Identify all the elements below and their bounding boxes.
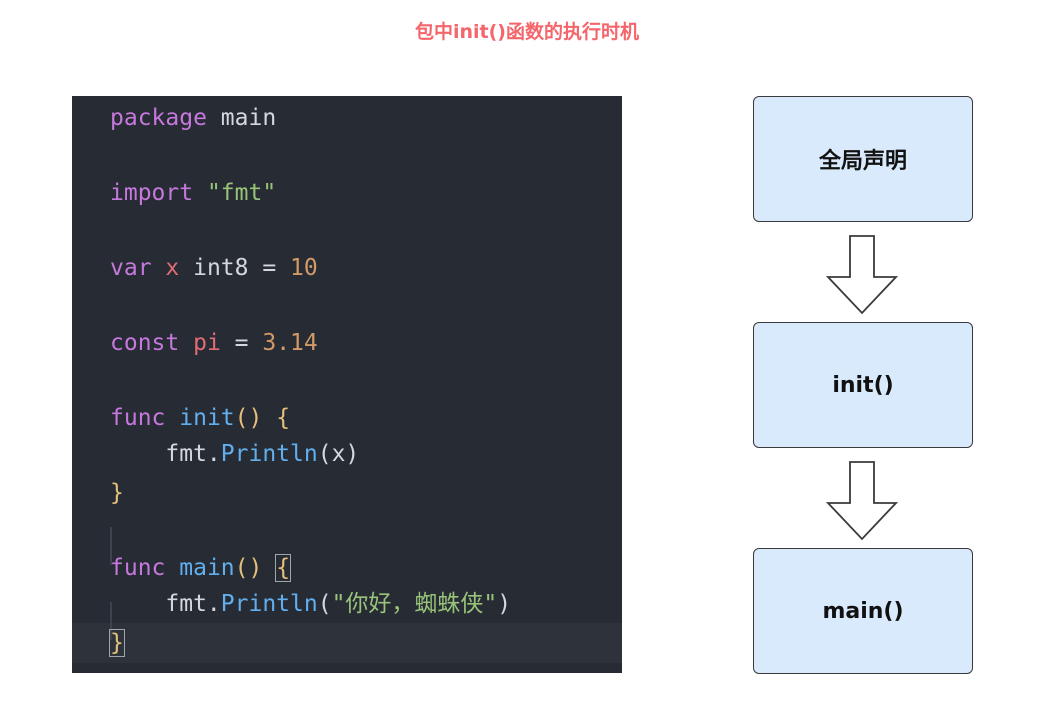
code-line-println-hello: fmt.Println("你好，蜘蛛侠"): [110, 591, 512, 617]
code-line-const: const pi = 3.14: [110, 330, 318, 356]
code-line-close-init: }: [110, 480, 124, 506]
current-line-highlight: [72, 623, 622, 663]
flow-step-global-declaration: 全局声明: [753, 96, 973, 222]
indent-guide: [110, 602, 112, 640]
code-line-close-main: }: [109, 629, 125, 657]
code-line-import: import "fmt": [110, 180, 277, 206]
code-line-func-init: func init() {: [110, 405, 291, 431]
down-arrow-icon: [826, 461, 898, 541]
code-line-println-x: fmt.Println(x): [110, 441, 360, 467]
flow-step-init: init(): [753, 322, 973, 448]
flow-step-main: main(): [753, 548, 973, 674]
code-line-package: package main: [110, 105, 277, 131]
code-editor: package main import "fmt" var x int8 = 1…: [72, 96, 622, 673]
down-arrow-icon: [826, 235, 898, 315]
code-line-var: var x int8 = 10: [110, 255, 318, 281]
diagram-title: 包中init()函数的执行时机: [414, 21, 639, 43]
code-line-func-main: func main() {: [110, 554, 292, 582]
indent-guide: [110, 527, 112, 565]
